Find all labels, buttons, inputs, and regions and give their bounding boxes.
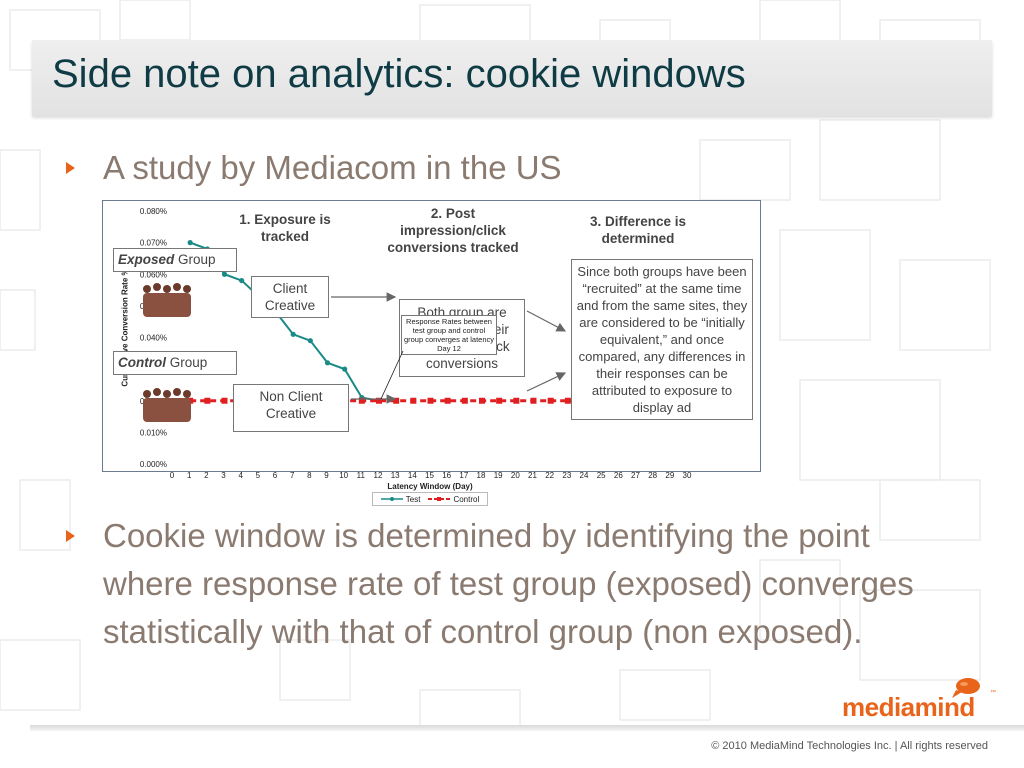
data-point-control: [530, 397, 537, 404]
y-tick-label: 0.060%: [140, 270, 167, 279]
data-point-control: [444, 397, 451, 404]
control-em: Control: [118, 355, 166, 370]
chart-legend: Test Control: [372, 492, 488, 506]
x-tick-label: 4: [238, 471, 243, 480]
y-tick-label: 0.000%: [140, 460, 167, 469]
x-tick-label: 20: [511, 471, 520, 480]
convergence-tooltip: Response Rates between test group and co…: [401, 315, 497, 355]
exposed-group-label: Exposed Group: [113, 248, 237, 272]
x-tick-label: 30: [683, 471, 692, 480]
mediamind-logo: mediamind ™: [842, 676, 1002, 724]
data-point-control: [513, 397, 520, 404]
x-tick-label: 10: [339, 471, 348, 480]
x-tick-label: 2: [204, 471, 209, 480]
study-chart: 0.000%0.010%0.020%0.030%0.040%0.050%0.06…: [102, 200, 761, 472]
x-tick-label: 19: [494, 471, 503, 480]
x-tick-label: 18: [477, 471, 486, 480]
data-point-test: [239, 277, 245, 284]
x-tick-label: 13: [391, 471, 400, 480]
copyright-footer: © 2010 MediaMind Technologies Inc. | All…: [711, 740, 988, 752]
x-tick-label: 5: [256, 471, 261, 480]
x-tick-label: 24: [580, 471, 589, 480]
x-tick-label: 1: [187, 471, 192, 480]
y-tick-label: 0.010%: [140, 428, 167, 437]
logo-speech-icon: [952, 678, 980, 698]
data-point-test: [307, 338, 313, 344]
x-tick-label: 7: [290, 471, 295, 480]
data-point-control: [479, 397, 485, 404]
x-tick-label: 9: [324, 471, 329, 480]
bullet-marker-icon: [66, 530, 75, 542]
x-axis-label: Latency Window (Day): [387, 482, 473, 491]
data-point-control: [427, 397, 434, 404]
crowd-icon: [143, 388, 191, 422]
x-tick-label: 25: [597, 471, 606, 480]
exposed-em: Exposed: [118, 252, 175, 267]
data-point-test: [324, 360, 331, 366]
data-point-control: [358, 397, 365, 404]
footer-divider: [30, 725, 1024, 731]
control-group-label: Control Group: [113, 351, 237, 375]
step1-label: 1. Exposure is tracked: [239, 212, 331, 244]
difference-box: Since both groups have been “recruited” …: [571, 259, 753, 420]
x-tick-label: 29: [665, 471, 674, 480]
data-point-control: [461, 397, 468, 404]
step2-label: 2. Post impression/click conversions tra…: [387, 206, 519, 255]
x-tick-label: 14: [408, 471, 417, 480]
data-point-test: [187, 240, 193, 246]
slide-title: Side note on analytics: cookie windows: [52, 52, 746, 96]
data-point-control: [221, 397, 228, 404]
data-point-test: [221, 271, 228, 277]
legend-control: Control: [428, 495, 479, 504]
x-tick-label: 11: [357, 471, 366, 480]
exposed-rest: Group: [174, 252, 216, 267]
x-tick-label: 27: [631, 471, 640, 480]
data-point-test: [342, 366, 348, 372]
data-point-control: [204, 397, 211, 404]
x-tick-label: 23: [562, 471, 571, 480]
crowd-icon: [143, 283, 191, 317]
x-tick-label: 0: [170, 471, 175, 480]
legend-test: Test: [380, 494, 421, 504]
bullet-text: Cookie window is determined by identifyi…: [103, 517, 914, 650]
bullet-marker-icon: [66, 162, 75, 174]
y-tick-label: 0.040%: [140, 334, 167, 343]
x-tick-label: 26: [614, 471, 623, 480]
x-tick-label: 3: [221, 471, 226, 480]
flow-arrows: [331, 292, 567, 404]
x-tick-label: 6: [273, 471, 278, 480]
x-tick-label: 28: [648, 471, 657, 480]
legend-test-label: Test: [405, 494, 421, 504]
legend-control-swatch-icon: [428, 497, 451, 501]
x-tick-label: 22: [545, 471, 554, 480]
x-tick-label: 21: [528, 471, 537, 480]
step3-label: 3. Difference is determined: [589, 214, 687, 246]
x-tick-label: 16: [442, 471, 451, 480]
x-tick-label: 17: [459, 471, 468, 480]
y-tick-label: 0.080%: [140, 207, 167, 216]
y-tick-label: 0.070%: [140, 239, 167, 248]
legend-test-swatch-icon: [380, 497, 403, 501]
client-creative-box: Client Creative: [251, 276, 329, 318]
trademark-mark: ™: [990, 690, 996, 696]
control-rest: Group: [166, 355, 208, 370]
x-tick-label: 15: [425, 471, 434, 480]
non-client-creative-box: Non Client Creative: [233, 384, 349, 432]
data-point-control: [496, 397, 503, 404]
data-point-control: [376, 397, 382, 404]
data-point-control: [564, 397, 571, 404]
x-tick-label: 12: [374, 471, 383, 480]
logo-text: mediamind: [842, 692, 975, 722]
title-bar: [32, 40, 992, 116]
x-tick-label: 8: [307, 471, 312, 480]
bullet-text: A study by Mediacom in the US: [103, 149, 562, 186]
data-point-test: [290, 331, 296, 337]
data-point-control: [547, 397, 554, 404]
data-point-control: [410, 397, 417, 404]
legend-control-label: Control: [453, 494, 480, 504]
